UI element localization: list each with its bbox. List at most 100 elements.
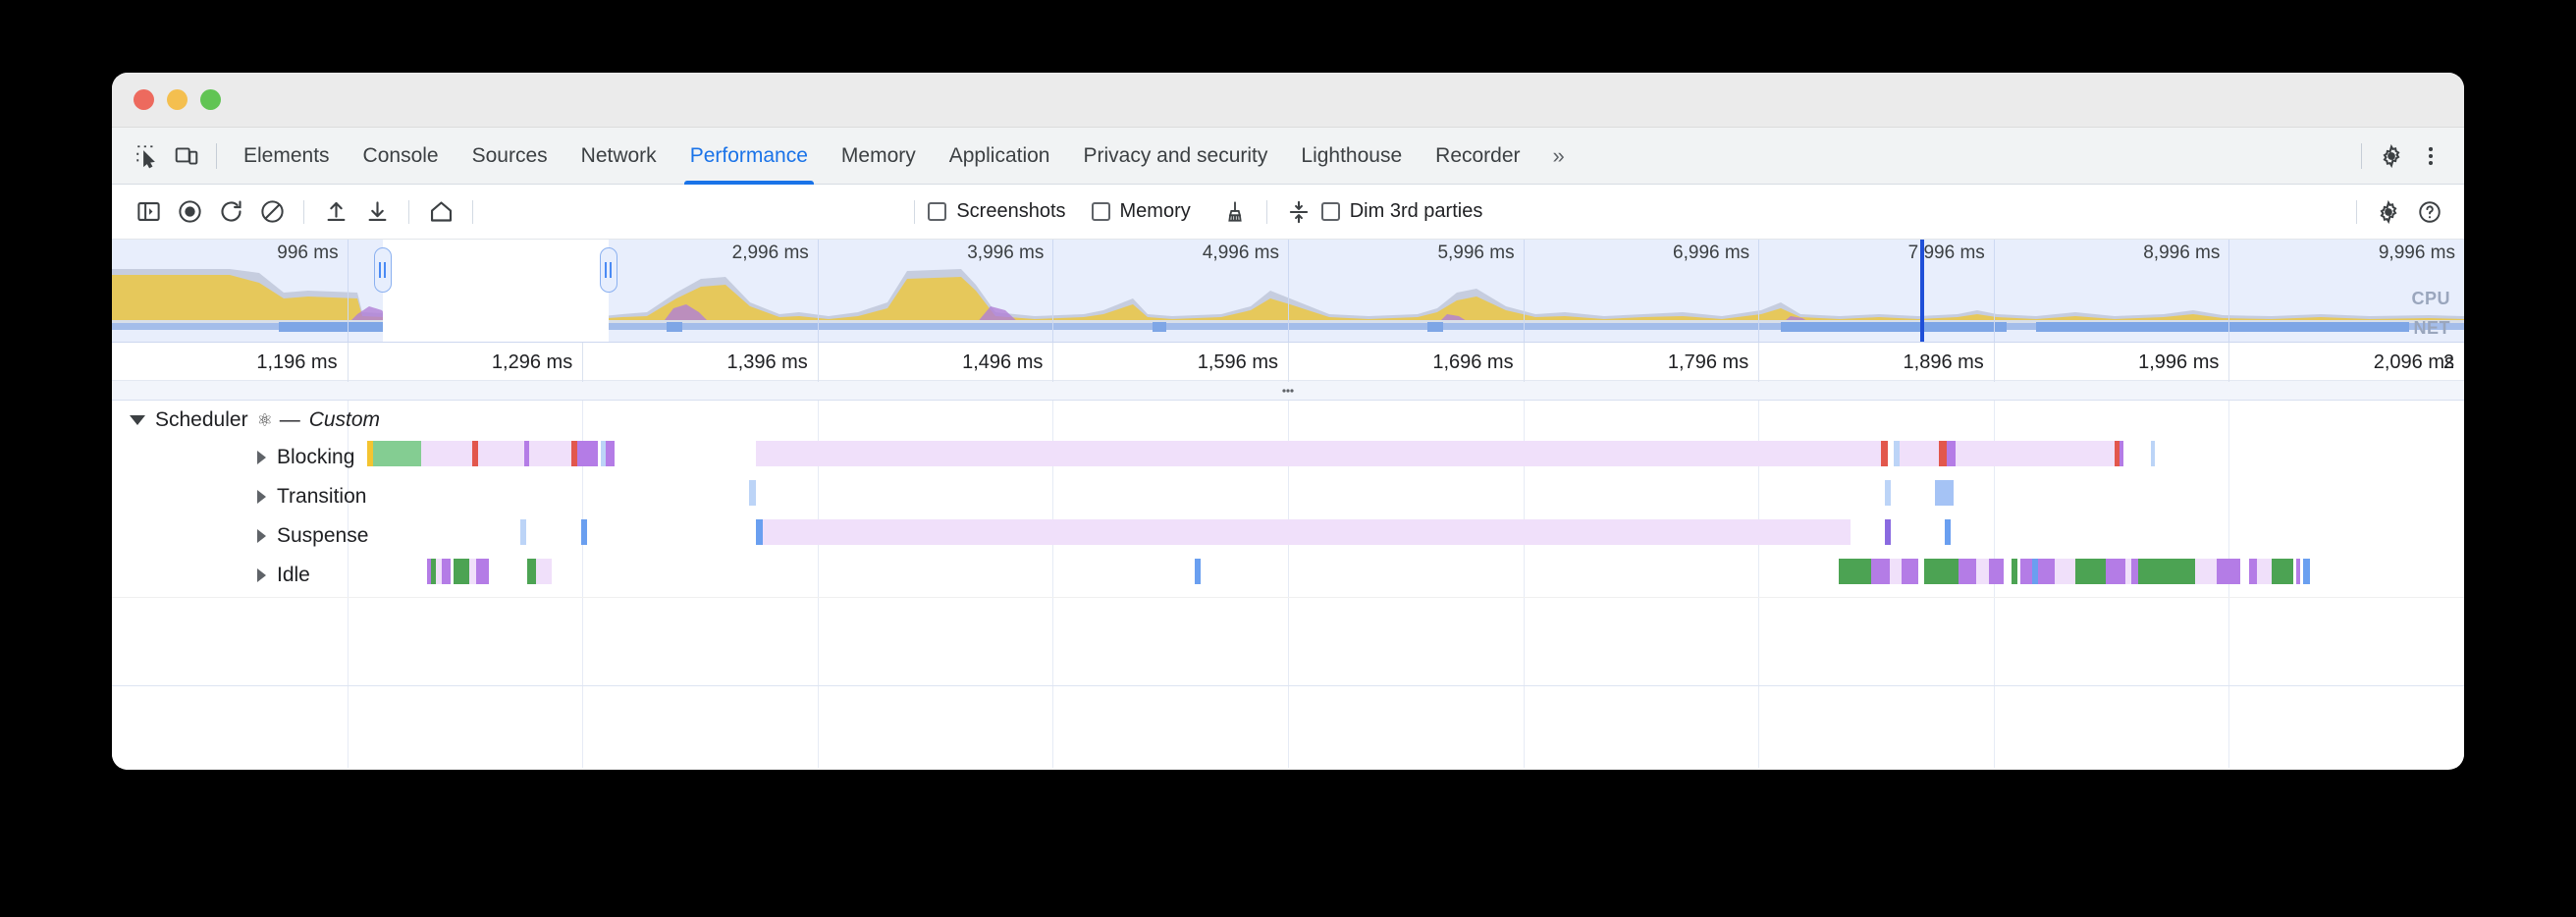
flamechart-bar[interactable] xyxy=(442,559,452,584)
flamechart-bar[interactable] xyxy=(2019,559,2032,584)
flamechart-bar[interactable] xyxy=(570,441,577,466)
tab-recorder[interactable]: Recorder xyxy=(1419,128,1536,185)
flamechart-bar[interactable] xyxy=(2295,559,2301,584)
flamechart-bar[interactable] xyxy=(2114,441,2120,466)
track-blocking[interactable]: Blocking xyxy=(112,438,2464,477)
broom-icon[interactable] xyxy=(1214,192,1256,232)
chevron-right-icon[interactable] xyxy=(257,490,266,504)
flamechart-bar[interactable] xyxy=(436,559,443,584)
screenshots-checkbox[interactable]: Screenshots xyxy=(928,200,1089,223)
track-idle[interactable]: Idle xyxy=(112,556,2464,595)
kebab-menu-icon[interactable] xyxy=(2411,136,2450,176)
download-profile-icon[interactable] xyxy=(356,192,398,232)
flamechart-bar[interactable] xyxy=(749,480,756,506)
flamechart-bar[interactable] xyxy=(763,519,1852,545)
flamechart-bar[interactable] xyxy=(366,441,373,466)
tab-lighthouse[interactable]: Lighthouse xyxy=(1284,128,1419,185)
flamechart-bar[interactable] xyxy=(1889,559,1902,584)
flamechart-bar[interactable] xyxy=(454,559,469,584)
flamechart-bar[interactable] xyxy=(1923,559,1959,584)
track-bars-blocking[interactable] xyxy=(112,438,2464,477)
tab-application[interactable]: Application xyxy=(933,128,1067,185)
tab-sources[interactable]: Sources xyxy=(456,128,564,185)
flamechart-bar[interactable] xyxy=(426,559,432,584)
flamechart-bar[interactable] xyxy=(1885,480,1892,506)
memory-checkbox[interactable]: Memory xyxy=(1091,200,1214,223)
flamechart-bar[interactable] xyxy=(2138,559,2196,584)
tab-privacy-and-security[interactable]: Privacy and security xyxy=(1066,128,1284,185)
flamechart-bar[interactable] xyxy=(2105,559,2125,584)
flamechart-bar[interactable] xyxy=(476,559,489,584)
flamechart[interactable]: Scheduler ⚛ — Custom Blocking Transition xyxy=(112,401,2464,768)
flamechart-bar[interactable] xyxy=(536,559,552,584)
flamechart-bar[interactable] xyxy=(527,559,537,584)
flamechart-bar[interactable] xyxy=(2216,559,2241,584)
flamechart-bar[interactable] xyxy=(1901,559,1918,584)
flamechart-bar[interactable] xyxy=(2054,559,2076,584)
flamechart-bar[interactable] xyxy=(755,519,764,545)
track-bars-suspense[interactable] xyxy=(112,516,2464,556)
flamechart-bar[interactable] xyxy=(2038,559,2055,584)
reload-and-record-icon[interactable] xyxy=(210,192,251,232)
flamechart-bar[interactable] xyxy=(471,441,478,466)
more-tabs-icon[interactable]: » xyxy=(1537,128,1581,185)
checkbox-box[interactable] xyxy=(1091,202,1110,221)
flamechart-bar[interactable] xyxy=(2257,559,2273,584)
flamechart-bar[interactable] xyxy=(755,441,1881,466)
tab-memory[interactable]: Memory xyxy=(825,128,933,185)
tab-network[interactable]: Network xyxy=(564,128,673,185)
tab-elements[interactable]: Elements xyxy=(227,128,347,185)
tab-console[interactable]: Console xyxy=(347,128,456,185)
upload-profile-icon[interactable] xyxy=(315,192,356,232)
maximize-window-button[interactable] xyxy=(200,89,221,110)
overview-selection-window[interactable] xyxy=(382,240,609,342)
pane-resize-handle[interactable] xyxy=(112,381,2464,401)
scheduler-group-label[interactable]: Scheduler ⚛ — Custom xyxy=(130,401,380,440)
flamechart-bar[interactable] xyxy=(2249,559,2258,584)
flamechart-bar[interactable] xyxy=(2195,559,2217,584)
flamechart-bar[interactable] xyxy=(1885,519,1892,545)
track-label-idle[interactable]: Idle xyxy=(257,556,310,595)
track-label-transition[interactable]: Transition xyxy=(257,477,366,516)
checkbox-box[interactable] xyxy=(1320,202,1340,221)
flamechart-bar[interactable] xyxy=(2075,559,2106,584)
track-label-suspense[interactable]: Suspense xyxy=(257,516,368,556)
flamechart-bar[interactable] xyxy=(2119,441,2124,466)
flamechart-bar[interactable] xyxy=(1900,441,1940,466)
close-window-button[interactable] xyxy=(134,89,154,110)
flamechart-bar[interactable] xyxy=(468,559,477,584)
sidebar-toggle-icon[interactable] xyxy=(128,192,169,232)
flamechart-bar[interactable] xyxy=(519,519,526,545)
track-bars-idle[interactable] xyxy=(112,556,2464,595)
flamechart-bar[interactable] xyxy=(581,441,599,466)
flamechart-bar[interactable] xyxy=(581,519,588,545)
device-toolbar-icon[interactable] xyxy=(167,136,206,176)
gear-icon[interactable] xyxy=(2368,192,2409,232)
flamechart-bar[interactable] xyxy=(2303,559,2310,584)
track-bars-transition[interactable] xyxy=(112,477,2464,516)
flamechart-bar[interactable] xyxy=(1946,441,1956,466)
flamechart-bar[interactable] xyxy=(605,441,615,466)
home-icon[interactable] xyxy=(420,192,461,232)
track-transition[interactable]: Transition xyxy=(112,477,2464,516)
flamechart-bar[interactable] xyxy=(1838,559,1872,584)
flamechart-bar[interactable] xyxy=(420,441,472,466)
flamechart-bar[interactable] xyxy=(1959,559,1977,584)
flamechart-bar[interactable] xyxy=(2272,559,2293,584)
minimize-window-button[interactable] xyxy=(167,89,188,110)
track-suspense[interactable]: Suspense xyxy=(112,516,2464,556)
flamechart-bar[interactable] xyxy=(1894,441,1901,466)
flamechart-bar[interactable] xyxy=(524,441,529,466)
help-icon[interactable] xyxy=(2409,192,2450,232)
chevron-down-icon[interactable] xyxy=(130,415,145,425)
flamechart-bar[interactable] xyxy=(1945,519,1952,545)
flamechart-bar[interactable] xyxy=(477,441,525,466)
flamechart-bar[interactable] xyxy=(1988,559,2004,584)
flamechart-bar[interactable] xyxy=(1955,441,2115,466)
timeline-overview[interactable]: 996 ms1,996 ms2,996 ms3,996 ms4,996 ms5,… xyxy=(112,240,2464,342)
gear-icon[interactable] xyxy=(2372,136,2411,176)
dim-3rd-parties-checkbox[interactable]: Dim 3rd parties xyxy=(1320,200,1507,223)
flamechart-bar[interactable] xyxy=(1976,559,1989,584)
flamechart-bar[interactable] xyxy=(372,441,421,466)
flamechart-bar[interactable] xyxy=(2124,559,2131,584)
